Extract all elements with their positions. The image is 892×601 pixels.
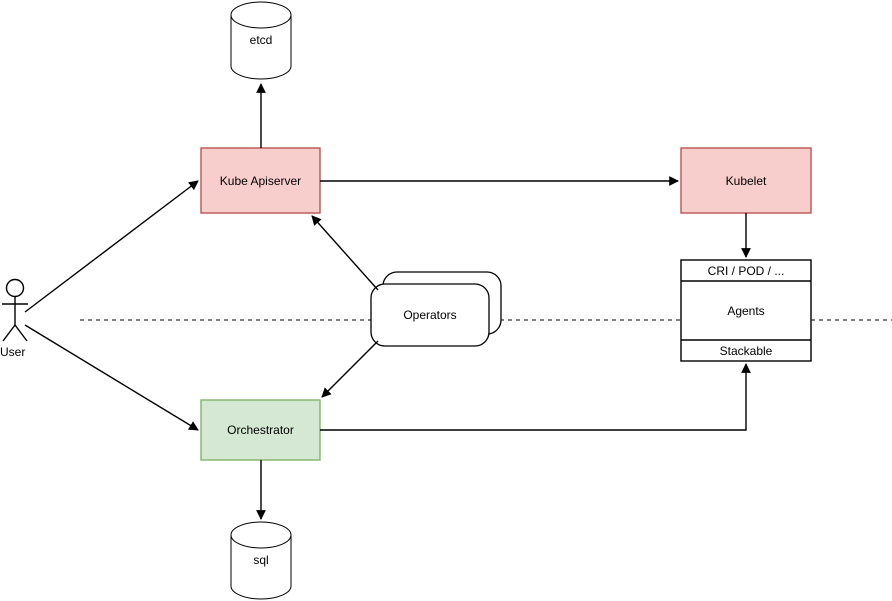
etcd-cylinder-shape [230,1,292,80]
edges-layer [24,83,751,520]
agents-header-label[interactable]: CRI / POD / ... [707,263,785,278]
orchestrator-label[interactable]: Orchestrator [227,423,294,437]
agents-body-label[interactable]: Agents [727,303,765,318]
edge-operators-to-orchestrator [321,340,379,398]
kubelet-label[interactable]: Kubelet [725,173,767,188]
agents-box-shape[interactable] [680,259,812,362]
agents-footer-label[interactable]: Stackable [719,343,773,358]
kube-apiserver-label[interactable]: Kube Apiserver [219,173,302,188]
kube-apiserver-box-shape[interactable] [200,147,321,214]
user-actor-shape[interactable] [2,278,28,342]
edge-user-to-kube-apiserver [24,180,199,313]
edge-orchestrator-to-agents [320,363,751,431]
edge-operators-to-kube-apiserver [311,215,379,291]
sql-cylinder-shape [230,521,292,600]
operators-label[interactable]: Operators [403,308,457,322]
operators-stack-shape[interactable] [370,271,502,347]
edge-user-to-orchestrator [24,324,199,431]
